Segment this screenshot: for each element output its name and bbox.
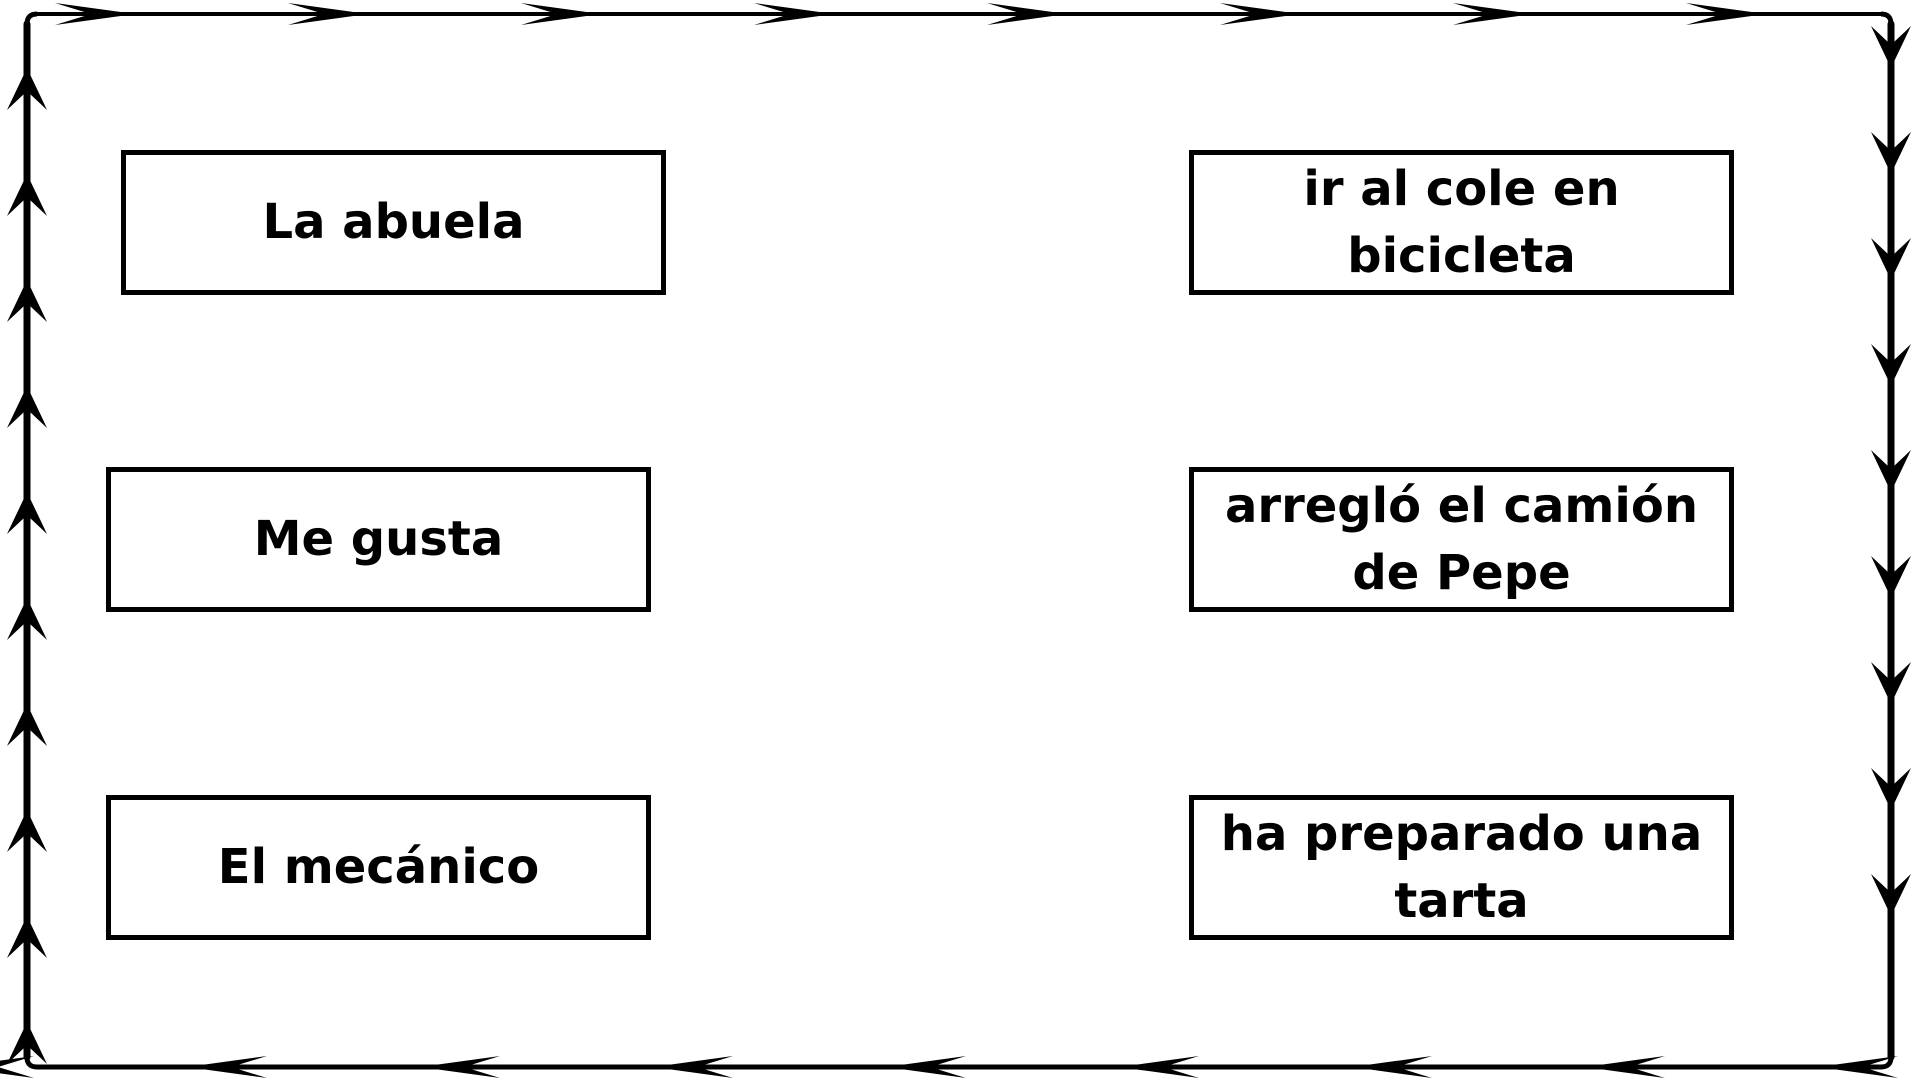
arrow-down-icon	[1871, 450, 1911, 492]
arrow-up-icon	[7, 174, 47, 216]
arrow-down-icon	[1871, 662, 1911, 704]
arrow-down-icon	[1871, 874, 1911, 916]
arrow-right-icon	[754, 3, 834, 25]
arrow-down-icon	[1871, 556, 1911, 598]
arrow-left-icon	[1352, 1056, 1432, 1078]
frame-corner-top-right	[1880, 11, 1894, 25]
phrase-box-right-2[interactable]: arregló el camión de Pepe	[1189, 467, 1734, 612]
arrow-left-icon	[187, 1056, 267, 1078]
arrow-down-icon	[1871, 344, 1911, 386]
phrase-box-left-2[interactable]: Me gusta	[106, 467, 651, 612]
arrow-down-icon	[1871, 768, 1911, 810]
arrow-up-icon	[7, 598, 47, 640]
phrase-text: arregló el camión de Pepe	[1225, 478, 1698, 601]
arrow-left-icon	[1818, 1056, 1898, 1078]
arrow-right-icon	[288, 3, 368, 25]
phrase-box-right-1[interactable]: ir al cole en bicicleta	[1189, 150, 1734, 295]
phrase-text: El mecánico	[217, 839, 540, 896]
arrow-up-icon	[7, 916, 47, 958]
phrase-text: ir al cole en bicicleta	[1303, 161, 1620, 284]
arrow-up-icon	[7, 810, 47, 852]
arrow-right-icon	[1686, 3, 1766, 25]
arrow-left-icon	[1585, 1056, 1665, 1078]
phrase-box-left-3[interactable]: El mecánico	[106, 795, 651, 940]
arrow-up-icon	[7, 386, 47, 428]
phrase-text: La abuela	[262, 194, 525, 251]
arrow-up-icon	[7, 280, 47, 322]
phrase-box-left-1[interactable]: La abuela	[121, 150, 666, 295]
arrow-right-icon	[521, 3, 601, 25]
arrow-down-icon	[1871, 26, 1911, 68]
arrow-left-icon	[1119, 1056, 1199, 1078]
frame-arrows	[0, 3, 1911, 1078]
arrow-right-icon	[55, 3, 135, 25]
frame-corner-top-left	[24, 11, 38, 25]
arrow-down-icon	[1871, 132, 1911, 174]
arrow-left-icon	[653, 1056, 733, 1078]
arrow-left-icon	[886, 1056, 966, 1078]
arrow-up-icon	[7, 68, 47, 110]
arrow-up-icon	[7, 1022, 47, 1064]
arrow-up-icon	[7, 704, 47, 746]
phrase-text: ha preparado una tarta	[1220, 806, 1703, 929]
arrow-right-icon	[987, 3, 1067, 25]
arrow-up-icon	[7, 492, 47, 534]
phrase-text: Me gusta	[253, 511, 504, 568]
frame-corner-bottom-right	[1880, 1056, 1894, 1070]
frame-corner-bottom-left	[24, 1056, 38, 1070]
arrow-right-icon	[1453, 3, 1533, 25]
arrow-down-icon	[1871, 238, 1911, 280]
phrase-box-right-3[interactable]: ha preparado una tarta	[1189, 795, 1734, 940]
arrow-right-icon	[1220, 3, 1300, 25]
arrow-left-icon	[420, 1056, 500, 1078]
